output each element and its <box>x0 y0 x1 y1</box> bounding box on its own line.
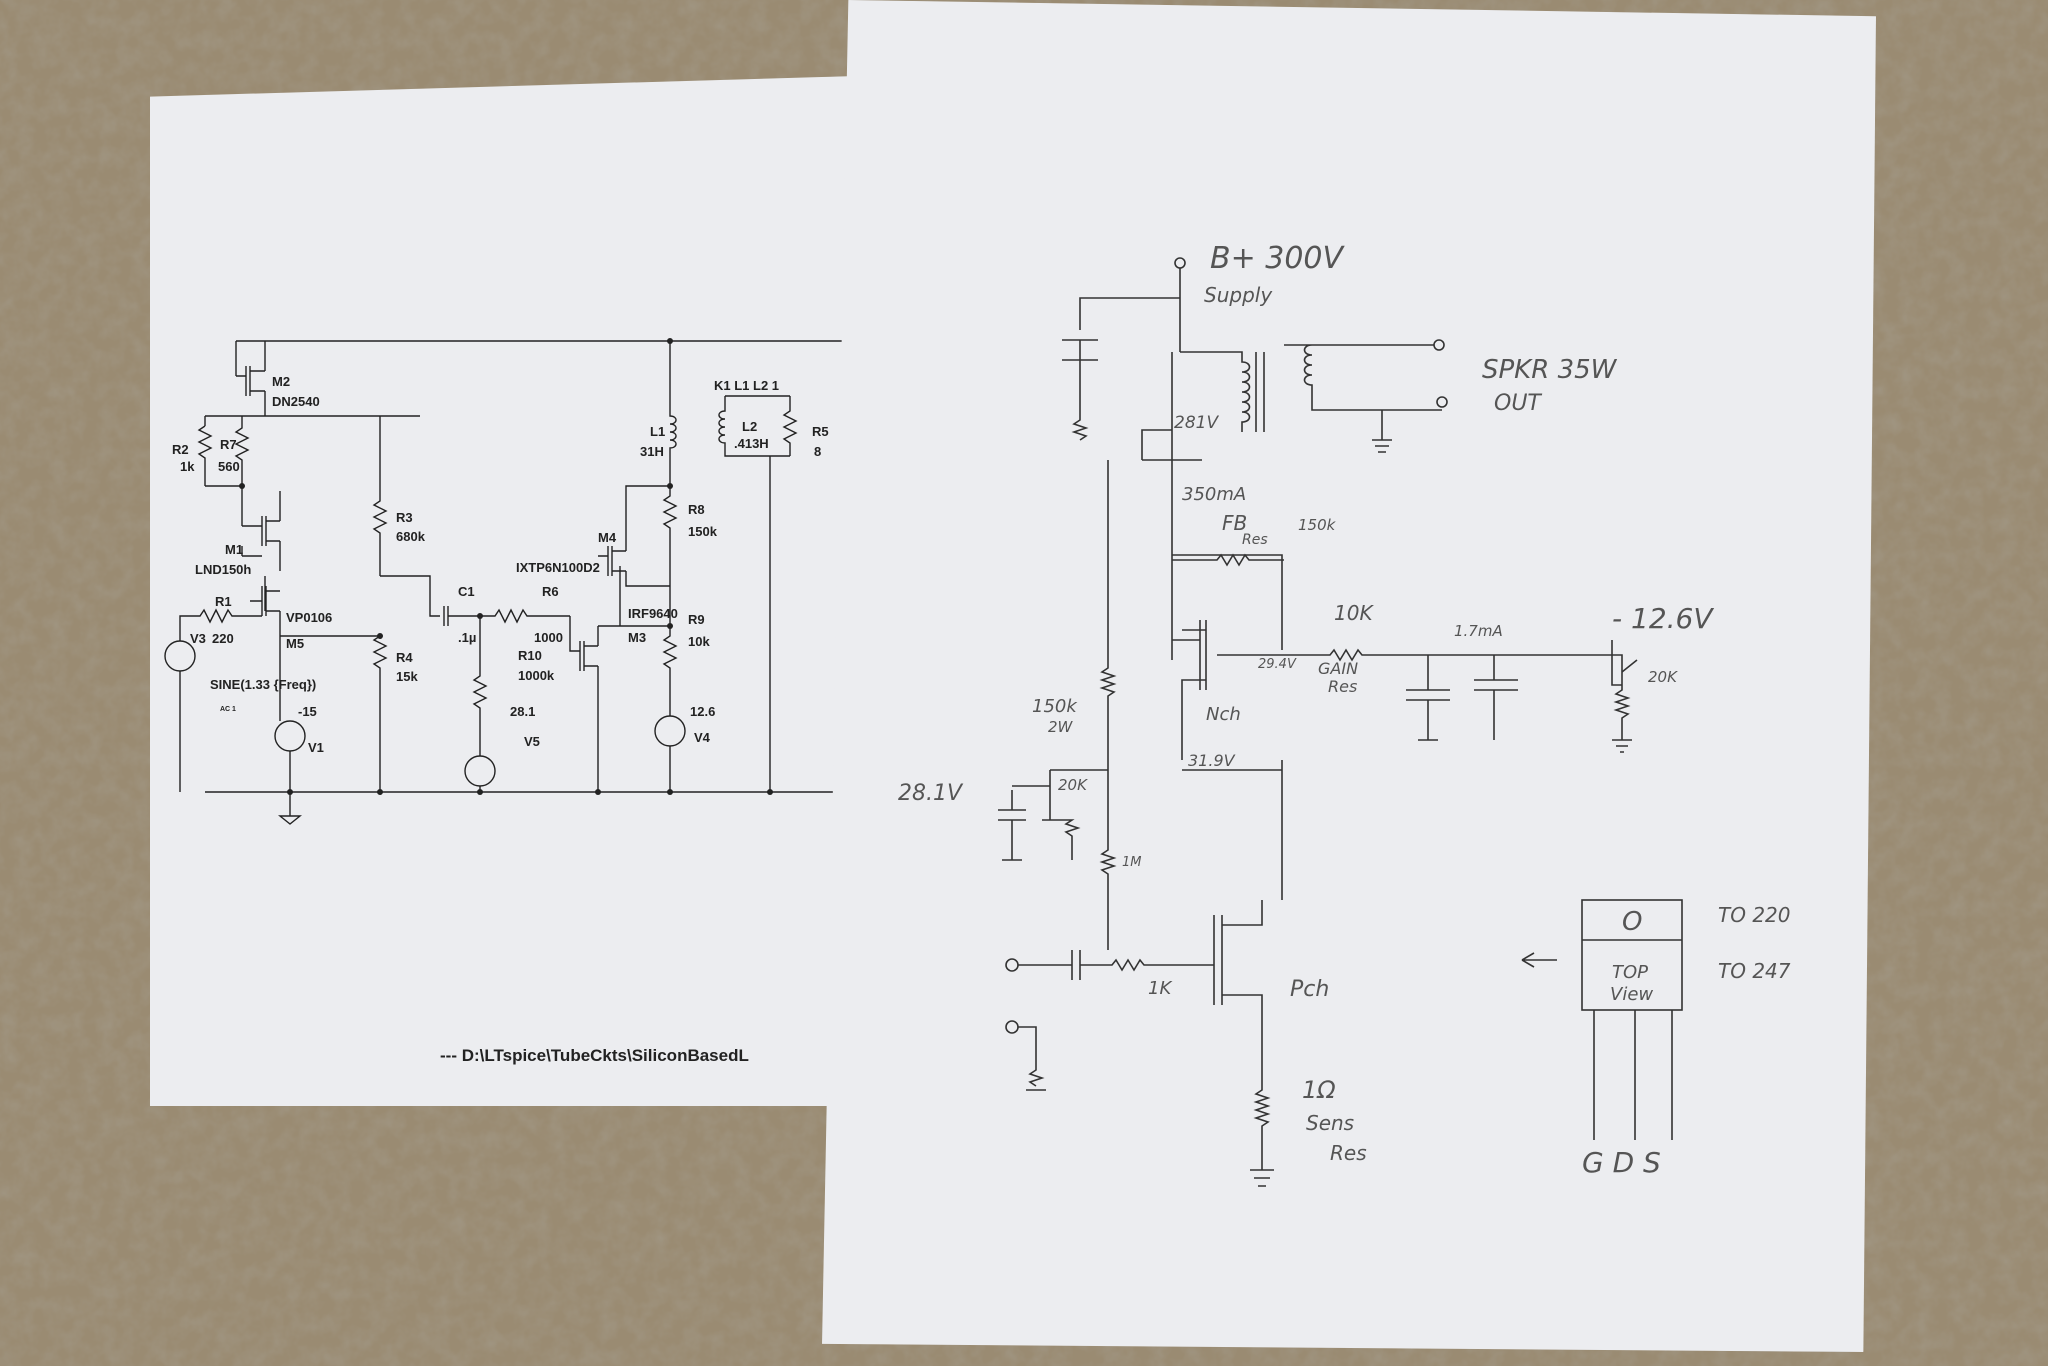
label-R5-val: 8 <box>814 444 821 459</box>
label-R8: R8 <box>688 502 705 517</box>
hand-20k-b: 20K <box>1058 776 1088 794</box>
hand-29-4v: 29.4V <box>1258 657 1297 672</box>
label-R10-val: 1000k <box>518 668 555 683</box>
hand-1m: 1M <box>1122 855 1142 870</box>
printed-schematic-sheet: M2 DN2540 R2 1k R7 560 R3 680k M1 LND150… <box>150 76 856 1106</box>
hand-gain: GAIN <box>1318 659 1358 678</box>
hand-20k-a: 20K <box>1648 668 1678 686</box>
hand-bplus: B+ 300V <box>1210 241 1346 276</box>
hand-top: TOP <box>1612 962 1648 983</box>
hand-pin-o: O <box>1622 907 1642 937</box>
label-R3: R3 <box>396 510 413 525</box>
hand-281v: 281V <box>1174 413 1219 433</box>
label-M1-part: LND150h <box>195 562 251 577</box>
label-M1: M1 <box>225 542 243 557</box>
hand-fbres: Res <box>1242 532 1268 548</box>
hand-150k-b: 150k <box>1032 696 1078 717</box>
label-V3-ac: AC 1 <box>220 706 236 713</box>
label-V5: V5 <box>524 734 540 749</box>
label-R2-val: 1k <box>180 459 195 474</box>
hand-drawn-schematic-sheet: B+ 300V Supply SPKR 35W OUT 281V 350mA F… <box>822 0 1876 1352</box>
label-L2: L2 <box>742 419 757 434</box>
hand-1ohm: 1Ω <box>1302 1076 1336 1104</box>
hand-2w: 2W <box>1048 718 1074 736</box>
label-V3-src: SINE(1.33 {Freq}) <box>210 677 316 692</box>
label-R5: R5 <box>812 424 829 439</box>
hand-nch: Nch <box>1206 704 1241 725</box>
label-R10: R10 <box>518 648 542 663</box>
label-R4: R4 <box>396 650 413 665</box>
label-R9-val: 10k <box>688 634 710 649</box>
label-C1-val: .1µ <box>458 630 476 645</box>
label-R3-val: 680k <box>396 529 426 544</box>
hand-350ma: 350mA <box>1182 484 1246 505</box>
label-R2: R2 <box>172 442 189 457</box>
label-L1-val: 31H <box>640 444 664 459</box>
hand-31-9v: 31.9V <box>1188 751 1236 770</box>
hand-sens: Sens <box>1306 1111 1354 1135</box>
hand-spkr: SPKR 35W <box>1482 355 1618 385</box>
label-V1: V1 <box>308 740 324 755</box>
hand-view: View <box>1610 984 1653 1005</box>
label-R6-val: 1000 <box>534 630 563 645</box>
hand-28-1v: 28.1V <box>898 781 964 806</box>
label-R1: R1 <box>215 594 232 609</box>
label-M4-part: IXTP6N100D2 <box>516 560 600 575</box>
label-R7: R7 <box>220 437 237 452</box>
label-K: K1 L1 L2 1 <box>714 378 779 393</box>
label-V3: V3 <box>190 631 206 646</box>
label-M5-part: VP0106 <box>286 610 332 625</box>
hand-pch: Pch <box>1290 977 1329 1002</box>
hand-neg-12-6v: - 12.6V <box>1612 602 1714 635</box>
label-V4: V4 <box>694 730 711 745</box>
label-R8-val: 150k <box>688 524 718 539</box>
label-V1-val: -15 <box>298 704 317 719</box>
file-path-footer: --- D:\LTspice\TubeCkts\SiliconBasedL <box>440 1046 749 1065</box>
hand-sensres: Res <box>1330 1141 1367 1165</box>
hand-1k: 1K <box>1148 978 1172 999</box>
label-R9: R9 <box>688 612 705 627</box>
hand-out: OUT <box>1494 391 1542 416</box>
hand-to247: TO 247 <box>1718 959 1791 983</box>
label-M5: M5 <box>286 636 304 651</box>
label-L2-val: .413H <box>734 436 769 451</box>
label-M4: M4 <box>598 530 617 545</box>
label-M3-part: IRF9640 <box>628 606 678 621</box>
hand-gainres: Res <box>1328 677 1357 696</box>
label-R6: R6 <box>542 584 559 599</box>
ltspice-schematic: M2 DN2540 R2 1k R7 560 R3 680k M1 LND150… <box>164 338 856 825</box>
label-L1: L1 <box>650 424 665 439</box>
label-C1: C1 <box>458 584 475 599</box>
hand-10k: 10K <box>1334 601 1374 625</box>
label-R4-val: 15k <box>396 669 418 684</box>
hand-gds: G D S <box>1582 1146 1661 1179</box>
label-M3: M3 <box>628 630 646 645</box>
label-M2: M2 <box>272 374 290 389</box>
label-V4-val: 12.6 <box>690 704 715 719</box>
hand-to220: TO 220 <box>1718 903 1791 927</box>
hand-supply: Supply <box>1204 283 1273 307</box>
label-V5-val: 28.1 <box>510 704 535 719</box>
label-R1-val: 220 <box>212 631 234 646</box>
hand-1-7ma: 1.7mA <box>1454 622 1503 640</box>
hand-drawn-schematic: B+ 300V Supply SPKR 35W OUT 281V 350mA F… <box>898 241 1791 1187</box>
label-M2-part: DN2540 <box>272 394 320 409</box>
hand-fb: FB <box>1222 511 1247 535</box>
hand-150k-a: 150k <box>1298 516 1337 534</box>
label-R7-val: 560 <box>218 459 240 474</box>
